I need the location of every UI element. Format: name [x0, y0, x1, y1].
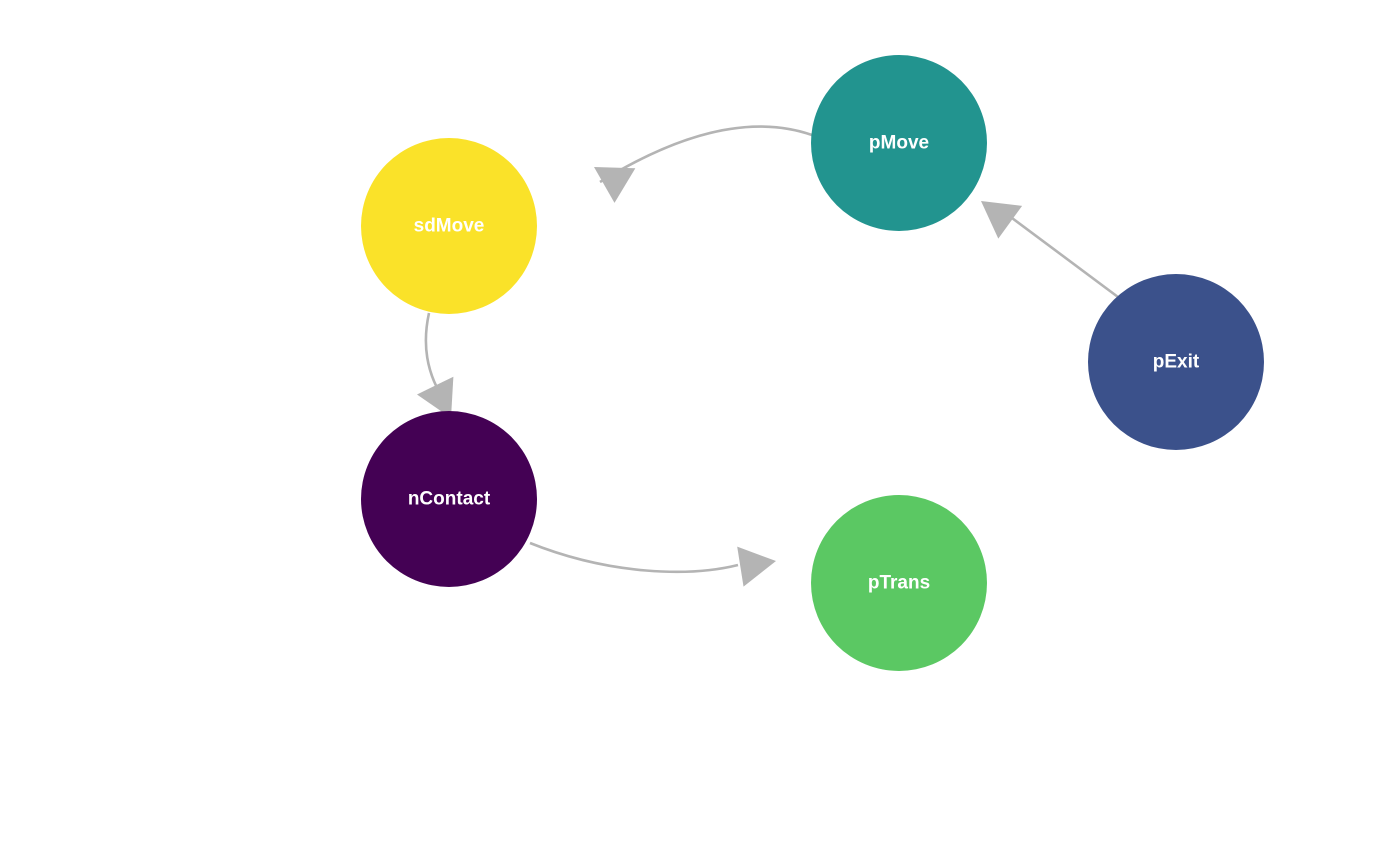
- node-circle[interactable]: [361, 411, 537, 587]
- nodes-layer: sdMove pMove pExit nContact pTrans: [361, 55, 1264, 671]
- edge-line: [1007, 213, 1123, 302]
- node-sdMove[interactable]: sdMove: [361, 138, 537, 314]
- node-circle[interactable]: [811, 55, 987, 231]
- arrowhead-icon: [416, 376, 454, 418]
- node-pMove[interactable]: pMove: [811, 55, 987, 231]
- node-nContact[interactable]: nContact: [361, 411, 537, 587]
- node-circle[interactable]: [361, 138, 537, 314]
- node-circle[interactable]: [1088, 274, 1264, 450]
- edge-nContact-pTrans: [529, 541, 776, 587]
- arrowhead-icon: [737, 546, 776, 587]
- edge-pMove-sdMove: [594, 125, 813, 203]
- arrowhead-icon: [981, 201, 1023, 239]
- edge-pExit-pMove: [981, 201, 1123, 302]
- node-pExit[interactable]: pExit: [1088, 274, 1264, 450]
- node-label: sdMove: [414, 216, 485, 237]
- arrowhead-icon: [594, 167, 636, 203]
- node-label: pExit: [1153, 352, 1200, 373]
- node-label: pMove: [869, 133, 929, 154]
- edge-line: [529, 541, 739, 574]
- edges-layer: [416, 125, 1123, 587]
- node-circle[interactable]: [811, 495, 987, 671]
- node-label: nContact: [408, 489, 491, 510]
- node-pTrans[interactable]: pTrans: [811, 495, 987, 671]
- edge-sdMove-nContact: [416, 312, 454, 418]
- node-label: pTrans: [868, 573, 930, 594]
